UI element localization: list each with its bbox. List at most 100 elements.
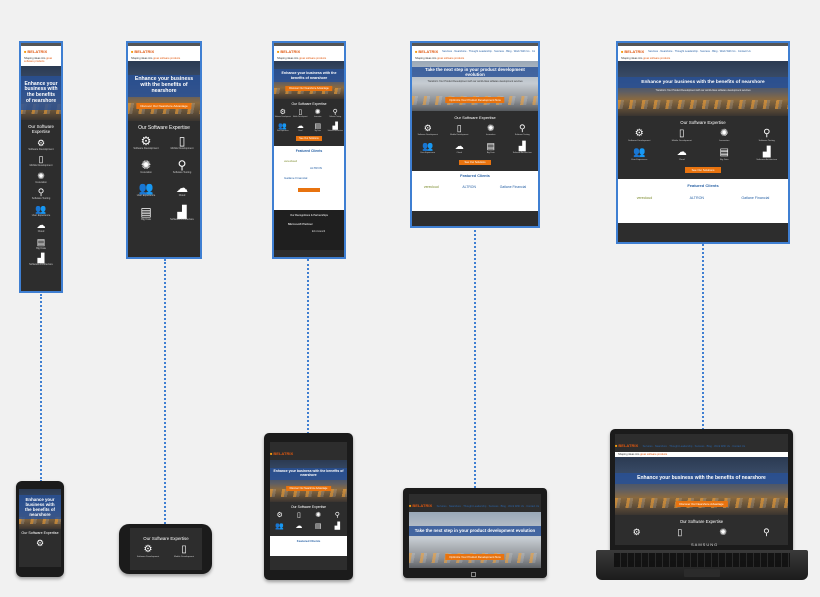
magnifier-icon[interactable]: ⚲Software Testing	[329, 109, 342, 118]
gear-icon[interactable]: ⚙	[35, 537, 45, 548]
bulb-icon[interactable]: ✺Innovation	[314, 109, 322, 118]
bulb-icon[interactable]: ✺Innovation	[35, 170, 47, 184]
client-logo: ALTRON	[310, 166, 322, 171]
cloud-icon[interactable]: ☁	[295, 523, 303, 530]
site-logo[interactable]: BELATRIX	[24, 49, 47, 54]
tagline-accent: great software products	[24, 57, 52, 63]
hero-subtext: Transform Your Product Development with …	[427, 80, 523, 83]
expertise-label: Big Data	[141, 217, 151, 221]
data-icon[interactable]: ▤	[314, 523, 322, 530]
gear-icon[interactable]: ⚙Software Development	[274, 109, 291, 118]
site-nav[interactable]: Services · Nearshore · Thought Leadershi…	[642, 445, 746, 448]
clients-section: Featured Clients verecloud ALTRON Gatlan…	[274, 146, 344, 211]
see-solutions-button[interactable]: See Our Solutions	[685, 167, 721, 174]
bulb-icon[interactable]: ✺Innovation	[486, 123, 496, 137]
phone-icon[interactable]: ▯Mobile Development	[292, 109, 308, 118]
gear-icon[interactable]: ⚙Software Development	[28, 137, 54, 151]
cloud-icon[interactable]: ☁Cloud	[296, 122, 304, 132]
expertise-label: Software Architecture	[29, 263, 53, 267]
hero-cta-button[interactable]: Optimize Your Product Development Now	[445, 97, 505, 103]
laptop-touchpad[interactable]	[684, 569, 720, 577]
phone-icon[interactable]: ▯Mobile Development	[170, 134, 194, 150]
phone-icon[interactable]: ▯	[296, 512, 301, 519]
laptop-screen: BELATRIX Services · Nearshore · Thought …	[615, 434, 788, 545]
site-logo[interactable]: BELATRIX	[409, 503, 432, 508]
data-icon[interactable]: ▤Big Data	[719, 147, 729, 162]
hero-banner: Enhance your business with the benefits …	[274, 61, 344, 99]
users-icon[interactable]: 👥User Experience	[276, 122, 289, 132]
tagline-prefix: Shaping ideas into	[415, 57, 437, 60]
site-logo[interactable]: BELATRIX	[615, 443, 638, 448]
site-nav[interactable]: Services · Nearshore · Thought Leadershi…	[648, 49, 751, 53]
see-solutions-button[interactable]: See Our Solutions	[296, 136, 322, 142]
users-icon[interactable]: 👥User Experience	[420, 141, 436, 155]
chart-icon[interactable]: ▟Software Architecture	[512, 141, 532, 155]
clients-title: Featured Clients	[296, 539, 321, 543]
site-nav[interactable]: Services · Nearshore · Thought Leadershi…	[436, 505, 540, 508]
site-logo[interactable]: BELATRIX	[277, 49, 300, 54]
phone-icon[interactable]: ▯Mobile Development	[671, 128, 692, 142]
hero-banner: Enhance your business with the benefits …	[615, 457, 788, 515]
browser-bar	[618, 43, 788, 46]
gear-icon[interactable]: ⚙	[632, 527, 641, 537]
users-icon[interactable]: 👥User Experience	[136, 181, 156, 197]
device-laptop: BELATRIX Services · Nearshore · Thought …	[610, 429, 793, 550]
site-nav[interactable]: Services · Nearshore · Thought Leadershi…	[442, 49, 535, 53]
magnifier-icon[interactable]: ⚲Software Testing	[758, 128, 775, 142]
phone-icon[interactable]: ▯Mobile Development	[29, 154, 53, 168]
gear-icon[interactable]: ⚙Software Development	[417, 123, 438, 137]
magnifier-icon[interactable]: ⚲Software Testing	[172, 157, 192, 174]
expertise-label: User Experience	[276, 130, 289, 132]
site-logo[interactable]: BELATRIX	[131, 49, 154, 54]
bulb-icon[interactable]: ✺	[315, 512, 322, 519]
chart-icon[interactable]: ▟Software Architecture	[327, 122, 343, 132]
magnifier-icon[interactable]: ⚲	[334, 512, 340, 519]
hero-cta-button[interactable]: Discover Our Nearshore Advantage	[285, 86, 333, 91]
phone-icon[interactable]: ▯Mobile Development	[450, 123, 469, 137]
hero-headline: Take the next step in your product devel…	[412, 67, 538, 77]
hero-cta-button[interactable]: Optimize Your Product Development Now	[445, 554, 505, 560]
magnifier-icon[interactable]: ⚲	[763, 527, 770, 537]
gear-icon[interactable]: ⚙Software Development	[136, 544, 160, 558]
data-icon[interactable]: ▤Big Data	[314, 122, 322, 132]
chart-icon[interactable]: ▟Software Architecture	[756, 147, 778, 162]
users-icon[interactable]: 👥	[275, 523, 284, 530]
data-icon[interactable]: ▤Big Data	[140, 204, 152, 221]
site-logo[interactable]: BELATRIX	[621, 49, 644, 54]
users-icon[interactable]: 👥User Experience	[31, 203, 51, 217]
phone-icon[interactable]: ▯	[677, 527, 683, 537]
data-icon[interactable]: ▤Big Data	[36, 236, 46, 250]
gear-icon[interactable]: ⚙Software Development	[628, 128, 651, 142]
bulb-icon[interactable]: ✺Innovation	[140, 157, 152, 174]
hero-cta-button[interactable]: Discover Our Nearshore Advantage	[136, 103, 192, 109]
magnifier-icon[interactable]: ⚲Software Testing	[31, 187, 51, 201]
window-laptop: BELATRIX Services · Nearshore · Thought …	[616, 41, 790, 244]
site-logo[interactable]: BELATRIX	[415, 49, 438, 54]
chart-icon[interactable]: ▟Software Architecture	[170, 204, 194, 221]
bulb-icon[interactable]: ✺	[719, 527, 727, 537]
users-icon[interactable]: 👥User Experience	[631, 147, 648, 162]
expertise-label: Mobile Development	[292, 117, 308, 118]
see-clients-button[interactable]	[298, 188, 320, 193]
cloud-icon[interactable]: ☁Cloud	[676, 147, 687, 162]
site-logo[interactable]: BELATRIX	[270, 451, 293, 456]
tagline-prefix: Shaping ideas into	[618, 453, 640, 456]
phone-icon[interactable]: ▯Mobile Development	[174, 544, 194, 558]
magnifier-icon[interactable]: ⚲Software Testing	[514, 123, 530, 137]
cloud-icon[interactable]: ☁Cloud	[454, 141, 464, 155]
tagline-prefix: Shaping ideas into	[24, 57, 46, 60]
cloud-icon[interactable]: ☁Cloud	[36, 220, 46, 234]
chart-icon[interactable]: ▟Software Architecture	[29, 253, 53, 267]
hero-cta-button[interactable]: Discover Our Nearshore Advantage	[285, 486, 332, 491]
client-logo: Gatlane Financial	[499, 185, 527, 189]
hero-cta-button[interactable]: Discover Our Nearshore Advantage	[675, 501, 728, 507]
browser-bar	[412, 43, 538, 46]
cloud-icon[interactable]: ☁Cloud	[176, 181, 188, 197]
chart-icon[interactable]: ▟	[334, 523, 341, 530]
data-icon[interactable]: ▤Big Data	[486, 141, 495, 155]
see-solutions-button[interactable]: See Our Solutions	[459, 160, 491, 165]
gear-icon[interactable]: ⚙	[276, 512, 283, 519]
hero-headline: Enhance your business with the benefits …	[615, 473, 788, 484]
gear-icon[interactable]: ⚙Software Development	[133, 134, 159, 150]
bulb-icon[interactable]: ✺Innovation	[719, 128, 730, 142]
